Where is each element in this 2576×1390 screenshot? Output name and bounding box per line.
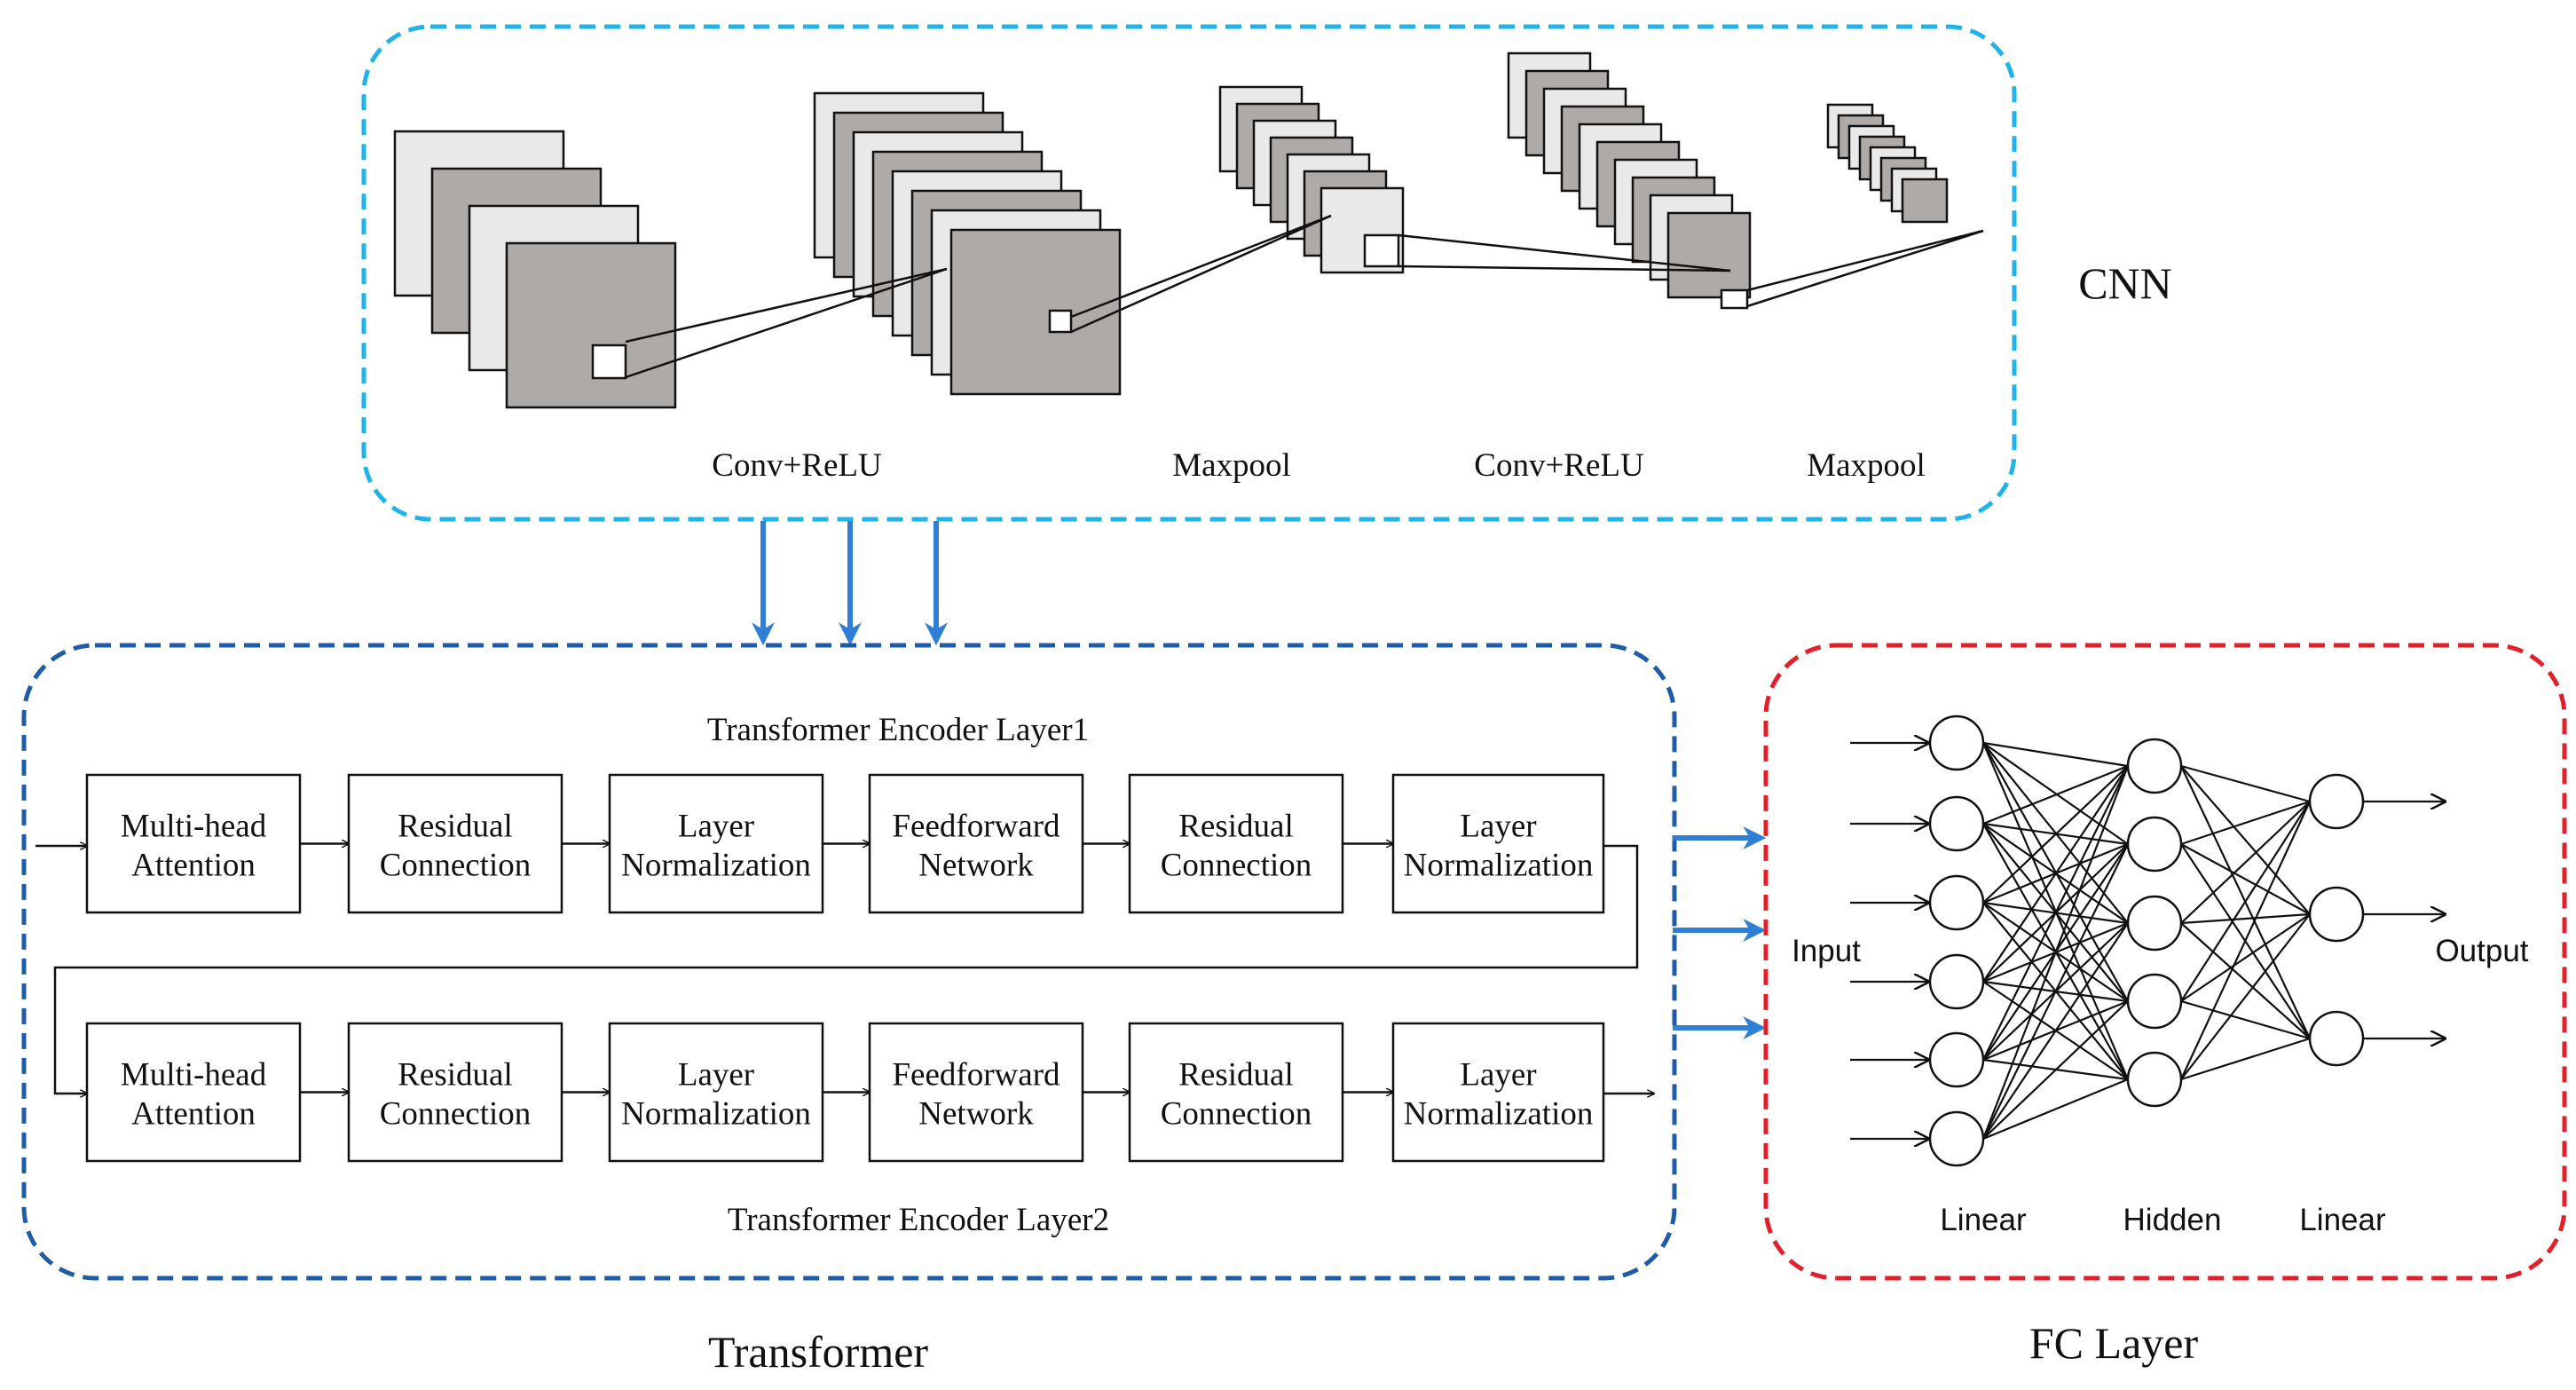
neuron bbox=[1928, 874, 1985, 931]
feature-maps bbox=[393, 51, 1984, 409]
neuron bbox=[1928, 715, 1985, 771]
fc-section: Input Output Linear Hidden Linear FC Lay… bbox=[1763, 643, 2567, 1368]
cnn-border bbox=[361, 24, 2017, 522]
fc-layer-label-3: Linear bbox=[2299, 1203, 2386, 1237]
block-label: Connection bbox=[380, 1096, 532, 1133]
block-label: Normalization bbox=[621, 848, 811, 884]
conv2-maps bbox=[1507, 51, 1752, 299]
neuron bbox=[2126, 738, 2183, 794]
pool1-maps bbox=[1218, 85, 1405, 274]
neuron bbox=[2126, 816, 2183, 873]
block-label: Connection bbox=[380, 848, 532, 884]
feature-map bbox=[1320, 186, 1405, 274]
cnn-title: CNN bbox=[2078, 258, 2172, 308]
block-label: Attention bbox=[131, 848, 256, 884]
neural-network bbox=[1850, 715, 2445, 1167]
pool2-maps bbox=[1826, 103, 1949, 224]
block-label: Layer bbox=[678, 809, 754, 845]
transformer-section: Transformer Encoder Layer1 Transformer E… bbox=[21, 643, 1677, 1377]
cnn-section: Conv+ReLU Maxpool Conv+ReLU Maxpool CNN bbox=[361, 24, 2172, 522]
input-maps bbox=[393, 130, 677, 409]
layer1-title: Transformer Encoder Layer1 bbox=[707, 712, 1089, 748]
block-label: Feedforward bbox=[892, 1057, 1060, 1094]
block-label: Normalization bbox=[621, 1096, 811, 1133]
feature-map bbox=[505, 241, 677, 409]
transformer-title: Transformer bbox=[708, 1327, 928, 1377]
receptive-field bbox=[1363, 233, 1400, 268]
block-label: Residual bbox=[398, 809, 512, 845]
fc-title: FC Layer bbox=[2029, 1318, 2199, 1368]
neuron bbox=[1928, 1110, 1985, 1167]
receptive-field bbox=[1720, 288, 1749, 310]
cnn-stage-label-4: Maxpool bbox=[1807, 447, 1926, 484]
block-label: Layer bbox=[1460, 809, 1536, 845]
feature-map bbox=[1666, 211, 1752, 299]
neuron bbox=[2126, 1051, 2183, 1108]
neuron bbox=[2308, 1010, 2365, 1067]
cnn-stage-label-3: Conv+ReLU bbox=[1474, 447, 1643, 484]
neuron bbox=[1928, 1031, 1985, 1088]
fc-layer-label-2: Hidden bbox=[2123, 1203, 2222, 1237]
neuron bbox=[2126, 895, 2183, 952]
fc-output-label: Output bbox=[2435, 934, 2528, 968]
encoder-blocks: Multi-headAttentionResidualConnectionLay… bbox=[85, 773, 1605, 1163]
cnn-stage-label-1: Conv+ReLU bbox=[712, 447, 881, 484]
neuron bbox=[1928, 795, 1985, 852]
block-label: Attention bbox=[131, 1096, 256, 1133]
encoder-connectors bbox=[35, 846, 1654, 1094]
neuron bbox=[1928, 953, 1985, 1010]
block-label: Residual bbox=[1178, 809, 1293, 845]
receptive-field bbox=[1048, 309, 1073, 334]
block-label: Residual bbox=[398, 1057, 512, 1094]
transformer-border bbox=[21, 643, 1677, 1281]
connections bbox=[1981, 741, 2311, 1141]
receptive-field-projections bbox=[591, 214, 1984, 380]
fc-input-label: Input bbox=[1792, 934, 1861, 968]
block-label: Normalization bbox=[1404, 848, 1594, 884]
block-label: Layer bbox=[678, 1057, 754, 1094]
block-label: Layer bbox=[1460, 1057, 1536, 1094]
cnn-stage-label-2: Maxpool bbox=[1172, 447, 1291, 484]
block-label: Multi-head bbox=[121, 809, 267, 845]
block-label: Multi-head bbox=[121, 1057, 267, 1094]
layer2-title: Transformer Encoder Layer2 bbox=[728, 1202, 1109, 1238]
block-label: Feedforward bbox=[892, 809, 1060, 845]
neuron bbox=[2308, 886, 2365, 943]
feature-map bbox=[949, 228, 1122, 396]
feature-map bbox=[1901, 178, 1949, 224]
block-label: Network bbox=[918, 1096, 1034, 1133]
fc-border bbox=[1763, 643, 2567, 1281]
neuron bbox=[2126, 973, 2183, 1030]
receptive-field bbox=[591, 344, 627, 380]
block-label: Network bbox=[918, 848, 1034, 884]
block-label: Connection bbox=[1161, 1096, 1312, 1133]
block-label: Normalization bbox=[1404, 1096, 1594, 1133]
cnn-to-transformer-arrows bbox=[752, 521, 948, 646]
block-label: Connection bbox=[1161, 848, 1312, 884]
conv1-maps bbox=[813, 91, 1122, 396]
neuron bbox=[2308, 773, 2365, 830]
fc-layer-label-1: Linear bbox=[1940, 1203, 2027, 1237]
block-label: Residual bbox=[1178, 1057, 1293, 1094]
transformer-to-fc-arrows bbox=[1673, 826, 1767, 1039]
